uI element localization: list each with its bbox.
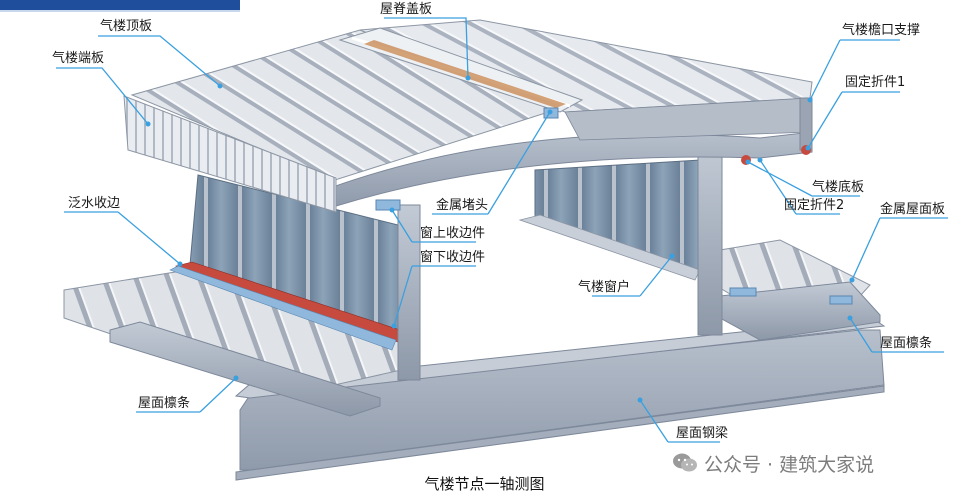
ridge-red-band [364, 40, 566, 108]
left-flashing-trim [169, 265, 397, 351]
right-column [697, 144, 723, 336]
callout-line-ridge-cap [384, 17, 469, 79]
label-monitor-window: 气楼窗户 [578, 280, 631, 295]
eave-bracket [799, 97, 813, 151]
callout-line-roof-panel [98, 35, 221, 87]
label-monitor-roof-panel: 气楼顶板 [100, 19, 153, 34]
callout-line-bottom-panel [747, 161, 860, 197]
header-accent-bar [0, 0, 240, 10]
callout-line-purlin-right [849, 317, 944, 353]
callout-line-end-panel [56, 67, 149, 125]
callout-endpoints [145, 75, 855, 403]
watermark-text: 公众号 · 建筑大家说 [704, 453, 875, 476]
left-column [397, 204, 421, 381]
metal-end-plug-left [375, 199, 401, 211]
label-monitor-end-panel: 气楼端板 [52, 51, 105, 66]
label-roof-purlin-left: 屋面檩条 [138, 396, 191, 411]
callout-line-window-top [391, 209, 476, 243]
purlin-clip-right-2 [829, 295, 853, 305]
callout-line-eave-bracket [809, 39, 900, 101]
watermark: 公众号 · 建筑大家说 [672, 450, 874, 476]
label-fixed-bracket-1: 固定折件1 [845, 75, 906, 90]
curved-rafter-beam [329, 131, 813, 207]
header-accent-underline [0, 10, 240, 12]
label-metal-end-plug: 金属堵头 [436, 198, 489, 213]
callout-line-end-plug [432, 111, 551, 215]
monitor-end-panel [123, 95, 337, 213]
figure-caption: 气楼节点一轴测图 [424, 475, 545, 493]
label-roof-steel-beam: 屋面钢梁 [676, 426, 729, 441]
callout-lines [56, 17, 948, 443]
callout-line-window [592, 255, 673, 297]
left-purlin [109, 321, 381, 417]
label-roof-purlin-right: 屋面檩条 [880, 336, 933, 351]
callout-line-flashing [64, 211, 181, 265]
label-window-top-trim: 窗上收边件 [420, 226, 486, 241]
label-flashing-trim: 泛水收边 [68, 196, 121, 211]
label-eave-bracket: 气楼檐口支撑 [842, 23, 921, 38]
callout-line-fixed-1 [807, 91, 900, 149]
callout-line-window-bottom [393, 265, 476, 327]
wechat-icon [672, 452, 698, 474]
callout-line-steel-beam [639, 399, 720, 443]
roof-steel-beam-bottom-flange [235, 385, 885, 481]
label-roof-ridge-cap: 屋脊盖板 [380, 2, 433, 17]
label-window-bottom-trim: 窗下收边件 [420, 250, 486, 265]
callout-line-purlin-left [136, 377, 237, 413]
label-monitor-bottom-panel: 气楼底板 [812, 180, 865, 195]
callout-line-metal-roof [851, 217, 948, 281]
label-metal-roof-panel: 金属屋面板 [880, 202, 946, 217]
label-fixed-bracket-2: 固定折件2 [784, 198, 845, 213]
callout-line-fixed-2 [759, 159, 840, 215]
purlin-clip-right [729, 287, 757, 297]
